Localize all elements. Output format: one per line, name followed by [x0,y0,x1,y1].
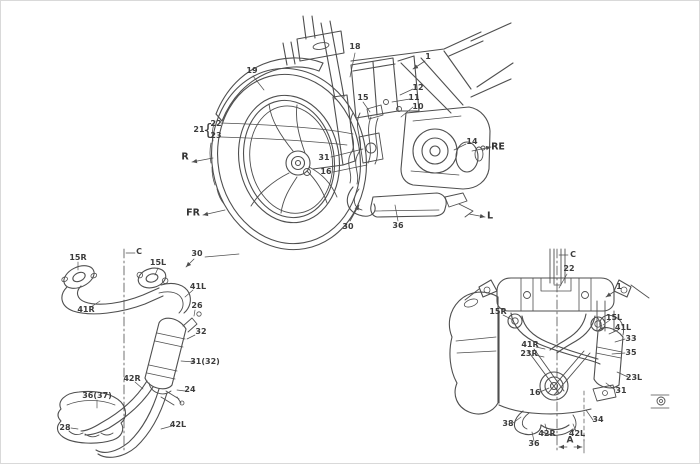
front-assembly-drawing [191,15,514,251]
exhaust-assembly-drawing [56,248,240,458]
engine-front-view-drawing [448,248,670,454]
